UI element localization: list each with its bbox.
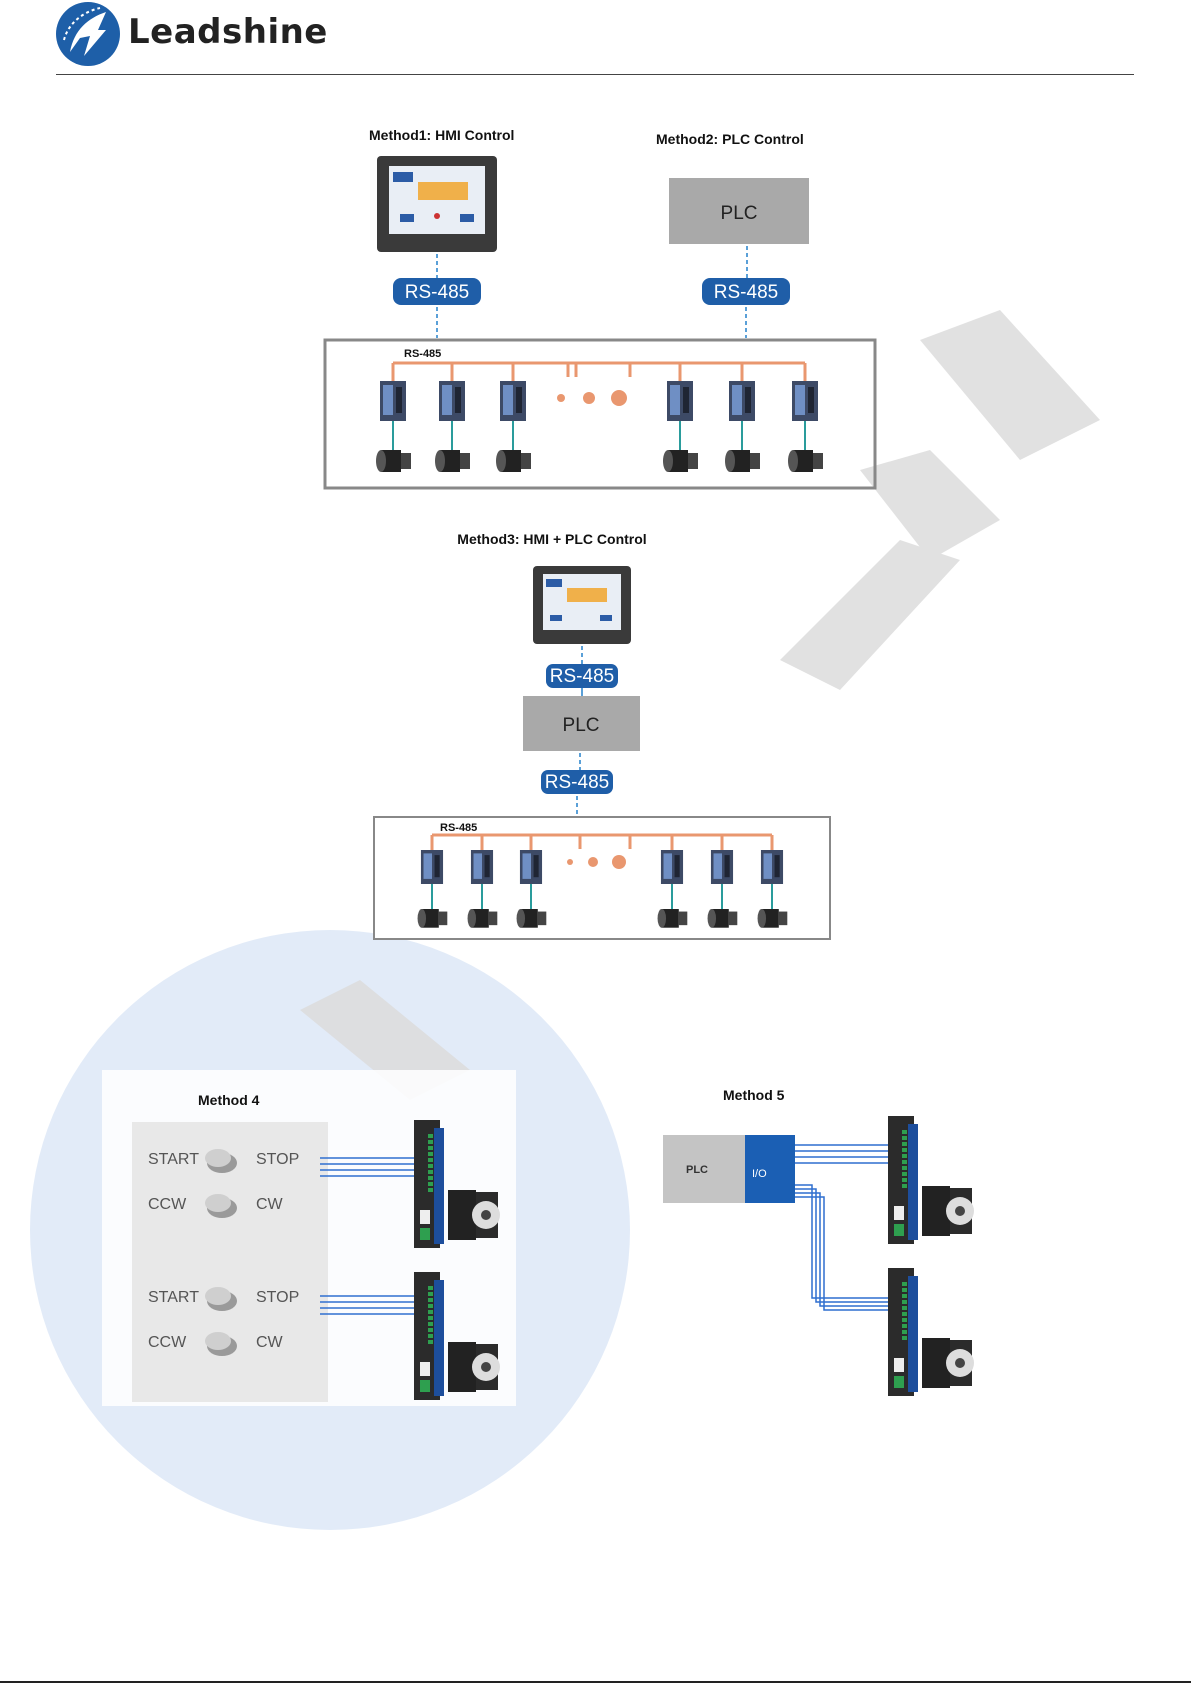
stepper-driver-icon xyxy=(888,1268,918,1396)
footer-rule xyxy=(0,1681,1191,1683)
diagram-method-4-5: Method 4 START STOP CCW CW START STOP CCW CW Me… xyxy=(0,0,1191,1420)
switch-label-right: CW xyxy=(256,1334,284,1351)
switch-label-left: CCW xyxy=(148,1196,187,1213)
method5-title: Method 5 xyxy=(723,1087,785,1103)
stepper-driver-icon xyxy=(888,1116,918,1244)
svg-text:PLC: PLC xyxy=(686,1164,708,1176)
switch-label-left: START xyxy=(148,1151,199,1168)
switch-label-left: CCW xyxy=(148,1334,187,1351)
switch-label-right: STOP xyxy=(256,1151,299,1168)
plc-io-box: PLC I/O xyxy=(663,1135,795,1203)
stepper-driver-icon xyxy=(414,1272,444,1400)
method4-title: Method 4 xyxy=(198,1092,260,1108)
stepper-motor-icon xyxy=(448,1190,500,1240)
stepper-motor-icon xyxy=(922,1186,974,1236)
switch-label-left: START xyxy=(148,1289,199,1306)
stepper-motor-icon xyxy=(448,1342,500,1392)
io-wires xyxy=(795,1145,892,1310)
svg-text:I/O: I/O xyxy=(752,1168,767,1180)
switch-label-right: CW xyxy=(256,1196,284,1213)
stepper-motor-icon xyxy=(922,1338,974,1388)
stepper-driver-icon xyxy=(414,1120,444,1248)
switch-label-right: STOP xyxy=(256,1289,299,1306)
